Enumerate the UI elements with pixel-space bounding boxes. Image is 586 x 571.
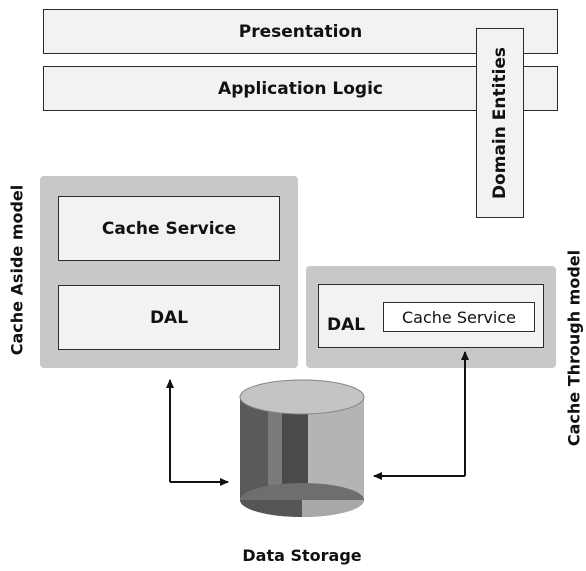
cache-aside-dal: DAL — [58, 285, 280, 350]
presentation-layer: Presentation — [43, 9, 558, 54]
cache-through-dal: DAL Cache Service — [318, 284, 544, 348]
cache-aside-cache-service-label: Cache Service — [101, 218, 237, 239]
cache-through-cache-service: Cache Service — [383, 302, 535, 332]
cache-aside-cache-service: Cache Service — [58, 196, 280, 261]
domain-entities-box: Domain Entities — [476, 28, 524, 218]
cache-aside-dal-label: DAL — [149, 307, 189, 328]
cache-through-dal-label: DAL — [327, 315, 366, 335]
application-logic-label: Application Logic — [218, 78, 383, 99]
database-icon — [239, 379, 365, 517]
cache-through-cache-service-label: Cache Service — [402, 307, 516, 327]
application-logic-layer: Application Logic — [43, 66, 558, 111]
presentation-label: Presentation — [238, 21, 363, 42]
data-storage-label: Data Storage — [242, 546, 362, 565]
